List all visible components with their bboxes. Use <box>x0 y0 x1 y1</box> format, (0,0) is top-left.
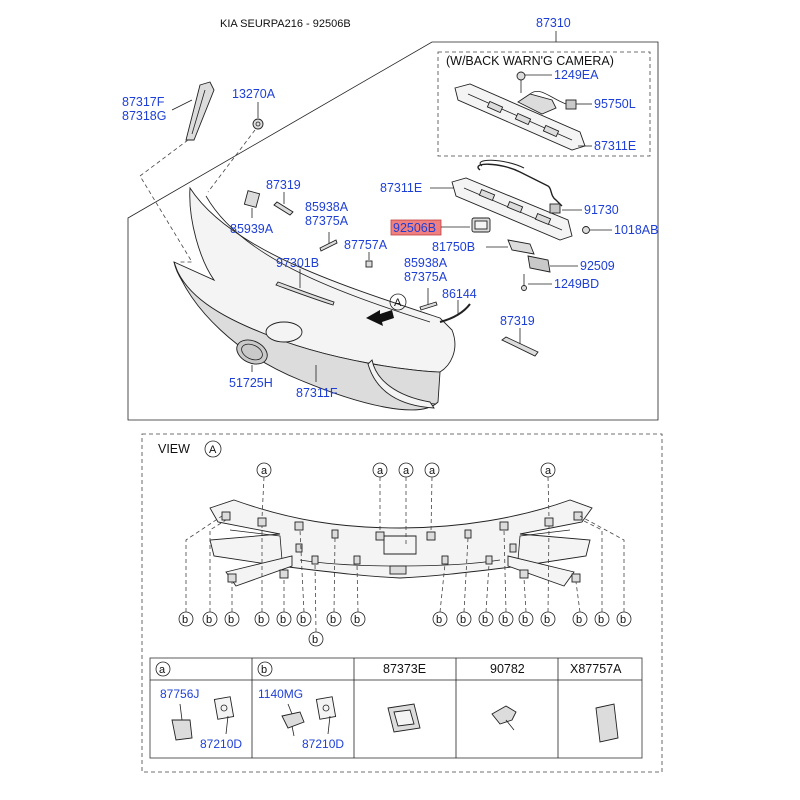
svg-text:b: b <box>182 614 188 626</box>
label-86144: 86144 <box>442 287 477 301</box>
svg-text:b: b <box>258 614 264 626</box>
svg-text:a: a <box>377 465 384 477</box>
svg-text:a: a <box>403 465 410 477</box>
label-85938A-lower: 85938A <box>404 256 448 270</box>
table-b-part1: 1140MG <box>258 687 303 701</box>
top-ref-label: 87310 <box>536 16 571 30</box>
screw-1249BD <box>521 274 527 291</box>
tailgate-garnish <box>173 186 456 411</box>
label-87311E-main: 87311E <box>380 181 422 195</box>
label-87311F: 87311F <box>296 386 338 400</box>
callouts-b: b b b b b b b b b b b b b b b b b b <box>178 515 632 647</box>
label-87375A-lower: 87375A <box>404 270 448 284</box>
table-header-b: b <box>261 664 267 676</box>
label-1018AB: 1018AB <box>614 223 658 237</box>
handle-81750B <box>507 239 535 255</box>
table-b-part2: 87210D <box>302 737 344 751</box>
view-letter: A <box>209 444 217 456</box>
view-arrow <box>366 310 394 326</box>
label-51725H: 51725H <box>229 376 273 390</box>
table-header-90782: 90782 <box>490 662 525 676</box>
view-title: VIEW <box>158 442 190 456</box>
clip-13270A <box>252 118 264 130</box>
svg-text:b: b <box>544 614 550 626</box>
camera-unit <box>517 90 577 115</box>
view-a-box <box>141 433 663 773</box>
camera-variant-box <box>437 51 651 157</box>
part-87319-upper <box>273 201 294 216</box>
label-81750B: 81750B <box>432 240 475 254</box>
view-arrow-letter: A <box>394 297 402 309</box>
svg-text:b: b <box>620 614 626 626</box>
label-85938A-upper: 85938A <box>305 200 349 214</box>
svg-text:a: a <box>429 465 436 477</box>
label-92506B: 92506B <box>393 221 436 235</box>
wiring-harness <box>477 159 563 214</box>
label-87375A-upper: 87375A <box>305 214 349 228</box>
svg-text:b: b <box>280 614 286 626</box>
trim-molding-left <box>185 81 215 141</box>
assembly-frame <box>127 41 659 421</box>
svg-text:b: b <box>576 614 582 626</box>
svg-text:b: b <box>482 614 488 626</box>
table-header-87373E: 87373E <box>383 662 426 676</box>
label-85939A: 85939A <box>230 222 274 236</box>
label-87317F: 87317F <box>122 95 165 109</box>
parts-table: a 87756J 87210D b 1140MG 87210D 87373E 9… <box>149 657 643 759</box>
label-97301B: 97301B <box>276 256 319 270</box>
lamp-92506B <box>471 217 491 233</box>
svg-text:b: b <box>206 614 212 626</box>
label-1249EA: 1249EA <box>554 68 599 82</box>
part-85939A <box>243 190 261 208</box>
garnish-bracket <box>451 177 573 241</box>
label-91730: 91730 <box>584 203 619 217</box>
table-a-part1: 87756J <box>160 687 199 701</box>
diagram-title: KIA SEURPA216 - 92506B <box>220 18 351 30</box>
svg-text:b: b <box>354 614 360 626</box>
table-header-a: a <box>159 664 166 676</box>
kia-emblem <box>236 339 268 365</box>
label-87319-upper: 87319 <box>266 178 301 192</box>
label-92509: 92509 <box>580 259 615 273</box>
camera-variant-title: (W/BACK WARN'G CAMERA) <box>446 54 614 68</box>
svg-text:b: b <box>598 614 604 626</box>
label-13270A: 13270A <box>232 87 276 101</box>
svg-text:b: b <box>522 614 528 626</box>
label-95750L: 95750L <box>594 97 636 111</box>
label-92506B-highlight <box>390 219 442 236</box>
garnish-bracket-camera <box>454 83 586 151</box>
svg-text:a: a <box>545 465 552 477</box>
svg-text:b: b <box>312 634 318 646</box>
label-1249BD: 1249BD <box>554 277 599 291</box>
svg-text:b: b <box>436 614 442 626</box>
svg-text:b: b <box>300 614 306 626</box>
svg-text:b: b <box>502 614 508 626</box>
camera-screw <box>516 71 526 93</box>
garnish-rear-view <box>209 499 593 587</box>
label-87319-lower: 87319 <box>500 314 535 328</box>
label-87318G: 87318G <box>122 109 166 123</box>
lamp-92509 <box>527 255 551 273</box>
table-a-part2: 87210D <box>200 737 242 751</box>
clip-markers <box>221 511 583 583</box>
table-header-X87757A: X87757A <box>570 662 622 676</box>
svg-text:b: b <box>460 614 466 626</box>
label-87757A: 87757A <box>344 238 388 252</box>
callouts-a: a a a a a <box>256 462 556 545</box>
svg-text:b: b <box>330 614 336 626</box>
svg-text:a: a <box>261 465 268 477</box>
label-87311E-camera: 87311E <box>594 139 636 153</box>
svg-text:b: b <box>228 614 234 626</box>
